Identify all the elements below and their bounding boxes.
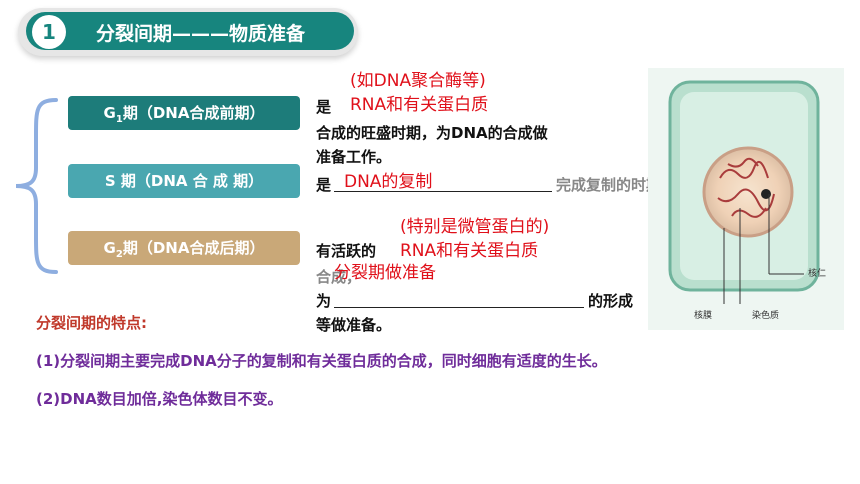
phase-g2-box: G2期（DNA合成后期）: [68, 231, 300, 265]
g1-answer: RNA和有关蛋白质: [350, 95, 489, 115]
phase-g1-label: 期（DNA合成前期）: [122, 104, 265, 122]
label-chromatin: 染色质: [752, 311, 780, 321]
s-prefix: 是: [316, 176, 332, 194]
title-banner: [26, 12, 354, 50]
g2-line3-prefix: 为: [316, 292, 332, 310]
phase-g1-sub: 1: [115, 114, 123, 125]
g2-answer-1: RNA和有关蛋白质: [400, 241, 539, 261]
section-title: 分裂间期———物质准备: [96, 23, 306, 45]
features-title: 分裂间期的特点:: [36, 314, 147, 332]
g1-line2: 合成的旺盛时期，为DNA的合成做: [316, 124, 548, 142]
phase-g2-letter: G: [103, 239, 116, 257]
feature-item-1: (1)分裂间期主要完成DNA分子的复制和有关蛋白质的合成，同时细胞有适度的生长。: [36, 352, 607, 370]
label-nuclear-membrane: 核膜: [694, 311, 713, 321]
phase-s-label: S 期（DNA 合 成 期）: [104, 172, 264, 190]
g1-prefix: 是: [316, 98, 332, 116]
s-answer: DNA的复制: [344, 172, 433, 192]
g2-line1-prefix: 有活跃的: [316, 242, 377, 260]
phase-g1-letter: G: [103, 104, 116, 122]
g2-answer-2: 分裂期做准备: [334, 263, 436, 283]
section-number: 1: [32, 15, 66, 49]
g2-blank-line: [334, 307, 584, 308]
chromatin-lines: [717, 157, 775, 218]
g2-line3-suffix: 的形成: [588, 292, 634, 310]
s-blank-line: [334, 191, 552, 192]
nucleus-shape: [702, 146, 794, 238]
g1-answer-note: (如DNA聚合酶等): [350, 71, 486, 91]
label-nucleolus: 核仁: [808, 269, 827, 279]
g2-line2: 合成，: [316, 268, 362, 286]
cell-diagram: [668, 80, 820, 304]
g2-answer-note: (特别是微管蛋白的): [400, 217, 550, 237]
phase-g1-box: G1期（DNA合成前期）: [68, 96, 300, 130]
g2-line4: 等做准备。: [316, 316, 392, 334]
feature-item-2: (2)DNA数目加倍,染色体数目不变。: [36, 390, 283, 408]
brace-icon: [15, 98, 58, 274]
phase-s-box: S 期（DNA 合 成 期）: [68, 164, 300, 198]
g1-line3: 准备工作。: [316, 148, 392, 166]
phase-g2-sub: 2: [115, 249, 123, 260]
s-suffix: 完成复制的时期。: [556, 176, 677, 194]
phase-g2-label: 期（DNA合成后期）: [122, 239, 265, 257]
